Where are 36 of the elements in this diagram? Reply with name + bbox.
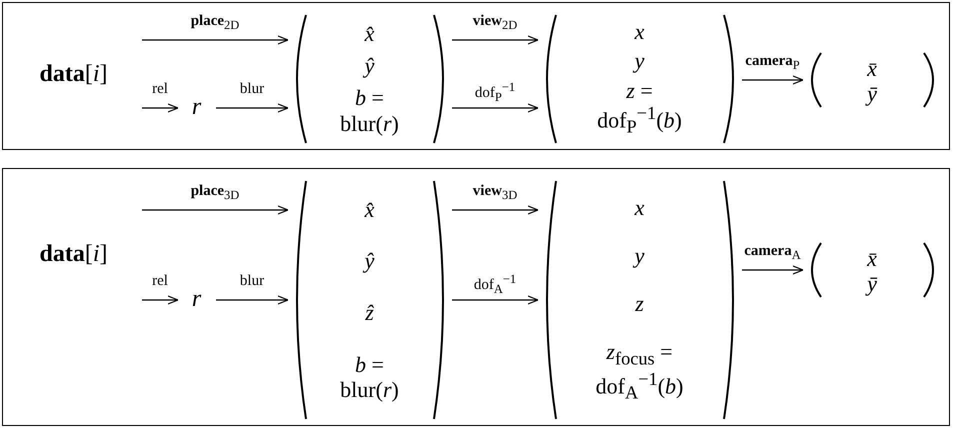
math-term: data[i]: [8, 204, 140, 304]
vector-entry: ŷ: [364, 53, 374, 78]
vector-entry: x̂: [364, 20, 374, 46]
vector-entry: y: [634, 48, 644, 74]
arrow: [216, 295, 289, 305]
arrow: [452, 295, 539, 305]
vector-entry: b = blur(r): [339, 352, 400, 402]
arrow: [452, 35, 539, 45]
arrow: [142, 103, 179, 113]
vector-entry: ȳ: [867, 80, 877, 106]
vector-entry: y: [634, 242, 644, 268]
vector-entry: z$_{focus}$ = dof$_{A}$$^{−1}$(b): [594, 338, 684, 404]
vector-entry: ŷ: [364, 248, 374, 274]
vector-entry: ẑ: [365, 300, 374, 326]
vector-entry: x̂: [364, 196, 374, 222]
vector-entry: ȳ: [867, 270, 877, 296]
panel-frame: [2, 2, 950, 150]
arrow: [142, 205, 289, 215]
arrow: [742, 265, 804, 275]
arrow: [452, 103, 539, 113]
vector-entry: z = dof$_{P}$$^{−1}$(b): [596, 78, 683, 138]
vector-entry: z: [635, 290, 644, 316]
math-term: r: [180, 92, 214, 124]
arrow: [742, 75, 804, 85]
vector-entry: x̄: [867, 56, 877, 81]
arrow: [142, 35, 289, 45]
arrow: [452, 205, 539, 215]
vector-entry: x: [634, 194, 644, 220]
vector-entry: x: [634, 19, 644, 45]
panel-frame: [2, 168, 950, 426]
math-term: data[i]: [8, 30, 140, 120]
arrow: [142, 295, 179, 305]
vector-entry: b = blur(r): [339, 85, 400, 136]
arrow: [216, 103, 289, 113]
vector-entry: x̄: [867, 246, 877, 271]
math-term: r: [180, 284, 214, 316]
